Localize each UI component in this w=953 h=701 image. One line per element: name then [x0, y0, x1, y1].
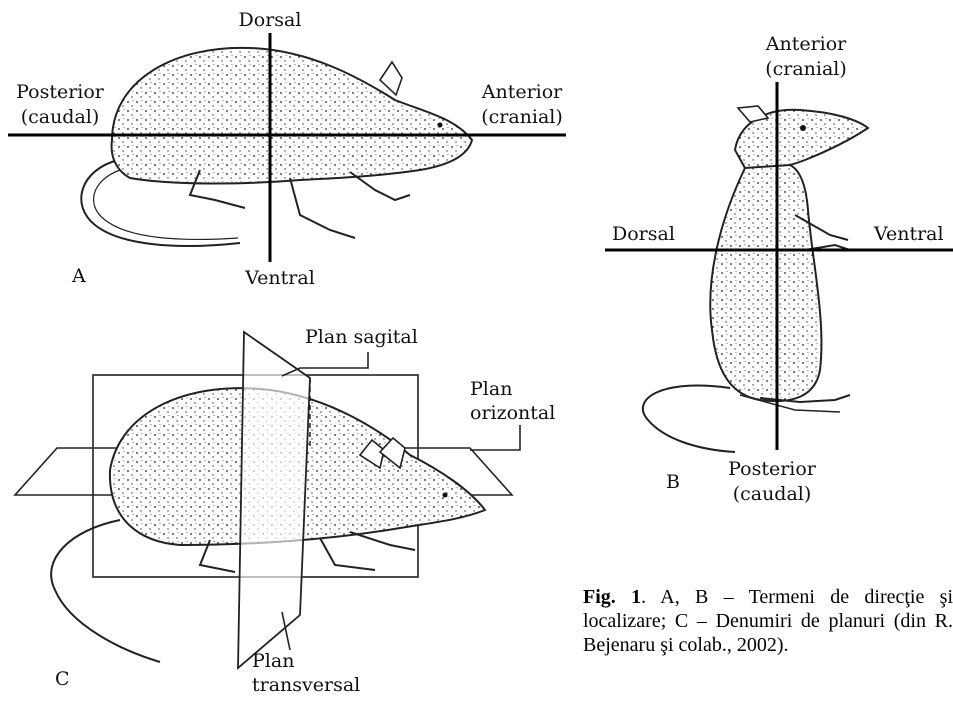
label-plan-orizontal-2: orizontal: [470, 402, 555, 424]
label-posterior-b: Posterior: [728, 458, 817, 480]
rat-b-drawing: [643, 106, 868, 452]
label-anterior-b: Anterior: [765, 33, 847, 55]
label-posterior-a: Posterior: [16, 81, 105, 103]
leader-orizontal: [470, 425, 520, 450]
caption-fig-label: Fig. 1: [583, 586, 641, 608]
label-plan-orizontal-1: Plan: [470, 378, 512, 400]
label-plan-transversal-1: Plan: [252, 650, 294, 672]
label-caudal-b: (caudal): [733, 483, 812, 505]
label-ventral-a: Ventral: [244, 267, 315, 289]
panel-letter-b: B: [666, 471, 680, 493]
label-cranial-b: (cranial): [765, 58, 847, 80]
rat-a-drawing: [81, 48, 472, 246]
panel-letter-a: A: [71, 265, 86, 287]
label-dorsal-b: Dorsal: [612, 223, 675, 245]
panel-letter-c: C: [55, 668, 70, 690]
transverse-plane: [238, 332, 310, 668]
label-dorsal-a: Dorsal: [239, 9, 302, 31]
label-plan-transversal-2: transversal: [252, 674, 360, 696]
label-cranial-a: (cranial): [481, 106, 563, 128]
panel-a: Dorsal Ventral Posterior (caudal) Anteri…: [8, 9, 566, 289]
label-caudal-a: (caudal): [21, 106, 100, 128]
label-ventral-b: Ventral: [873, 223, 944, 245]
label-anterior-a: Anterior: [481, 81, 563, 103]
panel-c: Plan sagital Plan orizontal Plan transve…: [15, 326, 555, 696]
figure-caption: Fig. 1. A, B – Termeni de direcţie şi lo…: [583, 585, 953, 657]
panel-b: Anterior (cranial) Posterior (caudal) Do…: [605, 33, 953, 505]
label-plan-sagital: Plan sagital: [305, 326, 418, 348]
